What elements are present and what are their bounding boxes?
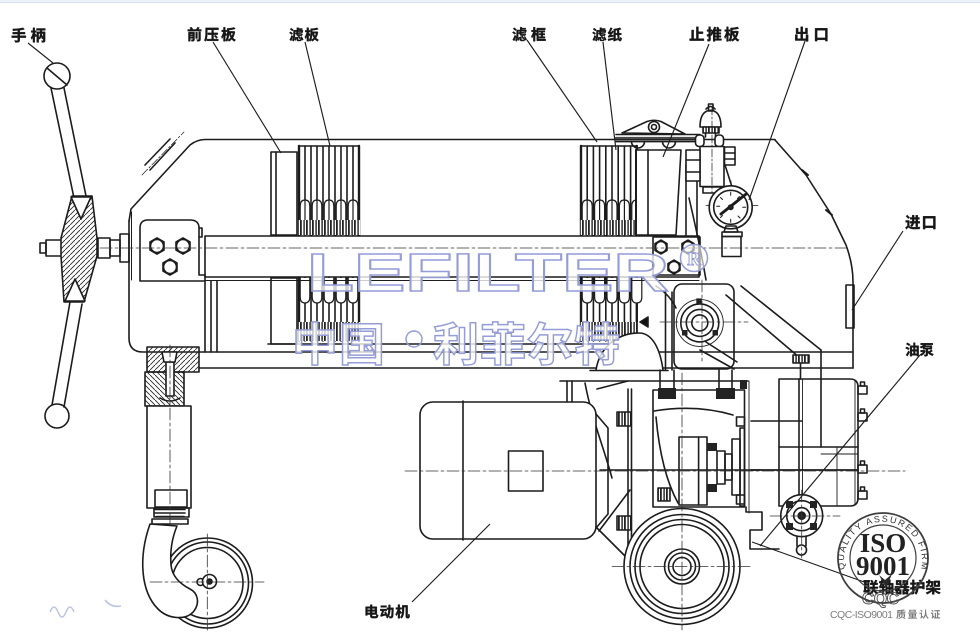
svg-text:9001: 9001 bbox=[856, 551, 910, 581]
svg-text:ISO: ISO bbox=[860, 528, 907, 558]
svg-text:CQC: CQC bbox=[862, 589, 900, 608]
svg-text:LEFILTER: LEFILTER bbox=[307, 243, 669, 303]
svg-text:CQC-ISO9001: CQC-ISO9001 bbox=[830, 609, 893, 621]
svg-text:R: R bbox=[687, 249, 701, 270]
